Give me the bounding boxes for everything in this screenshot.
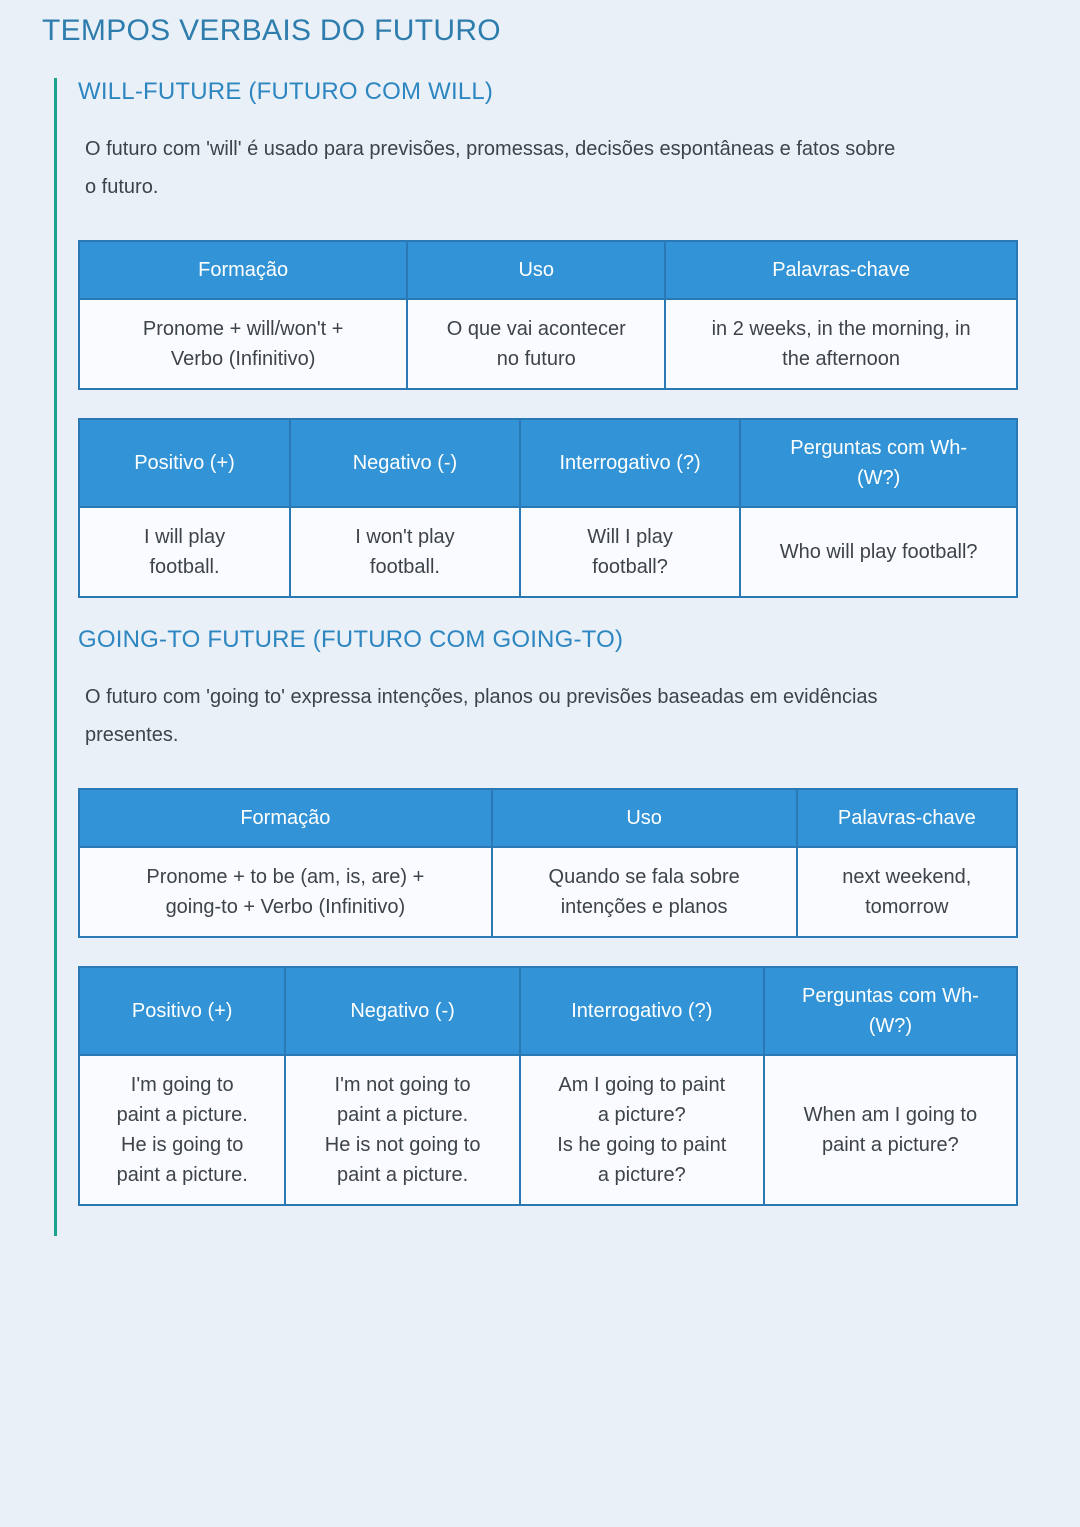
going-to-future-info-table: Formação Uso Palavras-chave Pronome + to… [78,788,1019,938]
column-header-interrogativo: Interrogativo (?) [518,418,742,508]
will-future-forms-table: Positivo (+) Negativo (-) Interrogativo … [77,418,1018,598]
cell-uso: O que vai acontecer no futuro [406,298,667,390]
page-title: TEMPOS VERBAIS DO FUTURO [42,14,501,47]
column-header-positivo: Positivo (+) [77,418,292,508]
will-future-info-table: Formação Uso Palavras-chave Pronome + wi… [77,240,1018,390]
section-heading-going-to-future: GOING-TO FUTURE (FUTURO COM GOING-TO) [78,626,624,653]
cell-negativo: I won't play football. [289,506,521,598]
column-header-formacao: Formação [77,240,409,300]
table-row: Pronome + will/won't + Verbo (Infinitivo… [77,298,1018,390]
cell-formacao: Pronome + will/won't + Verbo (Infinitivo… [77,298,409,390]
table-header-row: Positivo (+) Negativo (-) Interrogativo … [77,966,1019,1056]
column-header-uso: Uso [406,240,667,300]
cell-palavras-chave: next weekend, tomorrow [795,846,1019,938]
section-will-future: WILL-FUTURE (FUTURO COM WILL) O futuro c… [77,78,1018,598]
cell-positivo: I'm going to paint a picture. He is goin… [77,1054,287,1206]
table-row: I'm going to paint a picture. He is goin… [77,1054,1019,1206]
going-to-future-forms-table: Positivo (+) Negativo (-) Interrogativo … [77,966,1019,1206]
column-header-uso: Uso [490,788,798,848]
cell-formacao: Pronome + to be (am, is, are) + going-to… [78,846,493,938]
cell-interrogativo: Will I play football? [518,506,742,598]
section-description-will-future: O futuro com 'will' é usado para previsõ… [85,138,896,198]
cell-positivo: I will play football. [77,506,292,598]
column-header-formacao: Formação [78,788,493,848]
cell-interrogativo: Am I going to paint a picture? Is he goi… [518,1054,765,1206]
section-heading-will-future: WILL-FUTURE (FUTURO COM WILL) [78,78,494,105]
column-header-negativo: Negativo (-) [284,966,521,1056]
content-block: WILL-FUTURE (FUTURO COM WILL) O futuro c… [54,78,1019,1236]
table-header-row: Formação Uso Palavras-chave [77,240,1018,300]
column-header-negativo: Negativo (-) [289,418,521,508]
document-page: TEMPOS VERBAIS DO FUTURO WILL-FUTURE (FU… [42,14,1019,1236]
column-header-perguntas-wh: Perguntas com Wh- (W?) [762,966,1019,1056]
cell-perguntas-wh: Who will play football? [739,506,1018,598]
table-header-row: Formação Uso Palavras-chave [78,788,1019,848]
cell-uso: Quando se fala sobre intenções e planos [490,846,798,938]
cell-palavras-chave: in 2 weeks, in the morning, in the after… [664,298,1018,390]
cell-perguntas-wh: When am I going to paint a picture? [762,1054,1019,1206]
column-header-perguntas-wh: Perguntas com Wh- (W?) [739,418,1018,508]
column-header-palavras-chave: Palavras-chave [795,788,1019,848]
section-going-to-future: GOING-TO FUTURE (FUTURO COM GOING-TO) O … [77,626,1019,1206]
column-header-interrogativo: Interrogativo (?) [518,966,765,1056]
cell-negativo: I'm not going to paint a picture. He is … [284,1054,521,1206]
column-header-palavras-chave: Palavras-chave [664,240,1018,300]
table-row: Pronome + to be (am, is, are) + going-to… [78,846,1019,938]
table-row: I will play football. I won't play footb… [77,506,1018,598]
column-header-positivo: Positivo (+) [77,966,287,1056]
section-description-going-to-future: O futuro com 'going to' expressa intençõ… [85,686,878,746]
table-header-row: Positivo (+) Negativo (-) Interrogativo … [77,418,1018,508]
